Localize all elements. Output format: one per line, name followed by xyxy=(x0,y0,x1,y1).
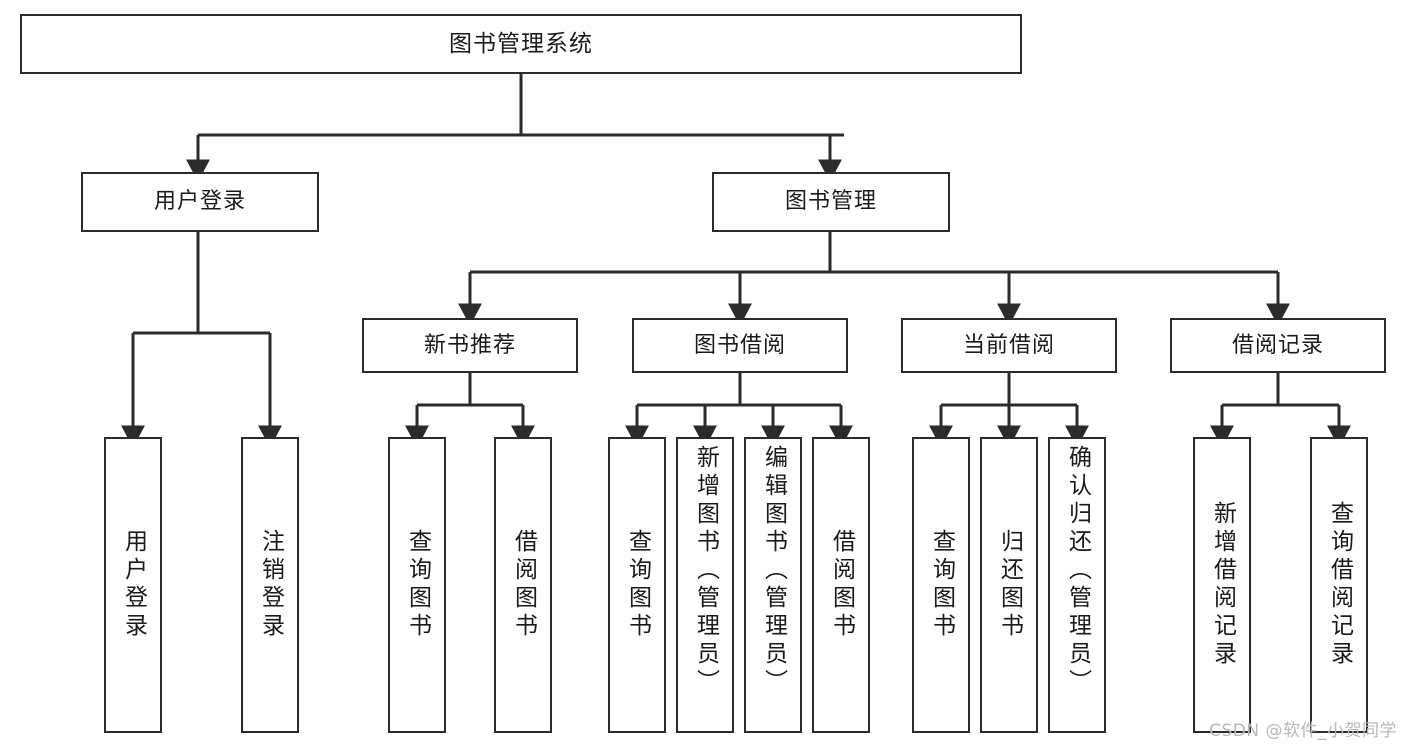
node-borrow-record[interactable]: 借阅记录 xyxy=(1170,318,1386,373)
node-new-book-recommend[interactable]: 新书推荐 xyxy=(362,318,578,373)
node-leaf-add-borrow-record[interactable]: 新增借阅记录 xyxy=(1193,437,1251,733)
node-leaf-logout-login[interactable]: 注销登录 xyxy=(241,437,299,733)
node-label: 借阅图书 xyxy=(828,529,855,641)
node-user-login[interactable]: 用户登录 xyxy=(81,172,319,232)
node-leaf-query-borrow-record[interactable]: 查询借阅记录 xyxy=(1310,437,1368,733)
node-label: 新增借阅记录 xyxy=(1209,501,1236,669)
node-label: 确认归还（管理员） xyxy=(1064,445,1091,697)
node-label: 新增图书（管理员） xyxy=(692,445,719,697)
node-label: 新书推荐 xyxy=(423,332,516,358)
node-leaf-query-book-borrow[interactable]: 查询图书 xyxy=(608,437,666,733)
node-label: 用户登录 xyxy=(120,529,147,641)
node-label: 当前借阅 xyxy=(962,332,1055,358)
node-root-book-management-system[interactable]: 图书管理系统 xyxy=(20,14,1022,74)
node-label: 查询图书 xyxy=(624,529,651,641)
node-leaf-query-book-current[interactable]: 查询图书 xyxy=(912,437,970,733)
node-label: 图书借阅 xyxy=(693,332,786,358)
node-leaf-edit-book[interactable]: 编辑图书（管理员） xyxy=(744,437,802,733)
node-leaf-borrow-book-recommend[interactable]: 借阅图书 xyxy=(494,437,552,733)
node-book-borrow[interactable]: 图书借阅 xyxy=(632,318,848,373)
node-label: 用户登录 xyxy=(153,189,246,215)
csdn-watermark: CSDN @软件_小贺同学 xyxy=(1209,721,1397,741)
node-label: 编辑图书（管理员） xyxy=(760,445,787,697)
node-book-management[interactable]: 图书管理 xyxy=(712,172,950,232)
node-label: 归还图书 xyxy=(996,529,1023,641)
node-label: 图书管理系统 xyxy=(449,30,593,57)
node-label: 注销登录 xyxy=(257,529,284,641)
node-label: 查询图书 xyxy=(404,529,431,641)
node-leaf-add-book[interactable]: 新增图书（管理员） xyxy=(676,437,734,733)
node-label: 查询图书 xyxy=(928,529,955,641)
node-leaf-user-login[interactable]: 用户登录 xyxy=(104,437,162,733)
node-label: 借阅记录 xyxy=(1231,332,1324,358)
node-label: 图书管理 xyxy=(784,189,877,215)
node-leaf-return-book[interactable]: 归还图书 xyxy=(980,437,1038,733)
node-leaf-confirm-return[interactable]: 确认归还（管理员） xyxy=(1048,437,1106,733)
node-leaf-query-book-recommend[interactable]: 查询图书 xyxy=(388,437,446,733)
node-label: 查询借阅记录 xyxy=(1326,501,1353,669)
node-label: 借阅图书 xyxy=(510,529,537,641)
node-leaf-borrow-book[interactable]: 借阅图书 xyxy=(812,437,870,733)
node-current-borrow[interactable]: 当前借阅 xyxy=(901,318,1117,373)
